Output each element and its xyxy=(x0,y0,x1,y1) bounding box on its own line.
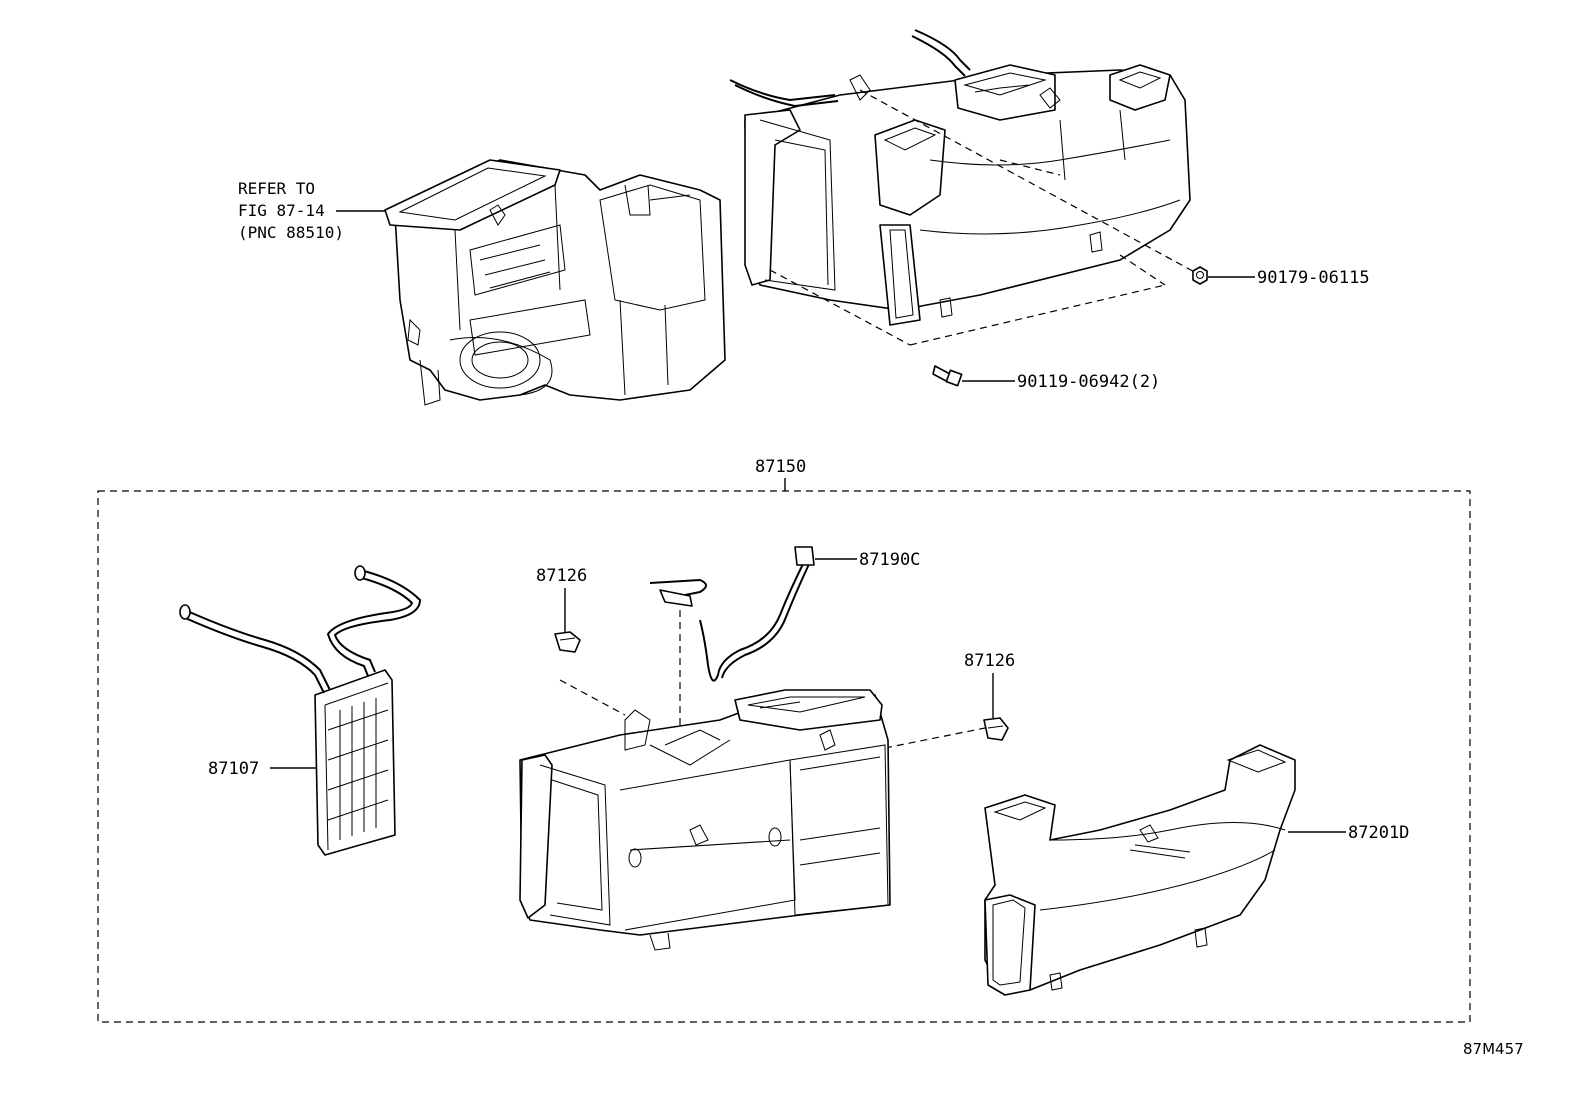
nut-part xyxy=(1192,266,1208,285)
reference-note: REFER TO FIG 87-14 (PNC 88510) xyxy=(238,179,385,242)
heater-core-drawing xyxy=(179,565,422,856)
clip-right-part-number: 87126 xyxy=(964,651,1015,671)
clip-right-dash-line xyxy=(884,727,986,749)
harness-drawing xyxy=(649,546,815,740)
heater-housing-drawing xyxy=(519,689,891,951)
air-duct-drawing xyxy=(984,744,1296,996)
harness-part-number: 87190C xyxy=(859,550,920,570)
installation-dash-lines-top xyxy=(769,89,1201,346)
core-part-number: 87107 xyxy=(208,759,259,779)
clip-left-dash-line xyxy=(559,679,626,716)
assembly-part-number: 87150 xyxy=(755,457,806,477)
figure-id: 87M457 xyxy=(1463,1040,1524,1058)
nut-part-number: 90179-06115 xyxy=(1257,268,1370,288)
reference-line-1: REFER TO xyxy=(238,179,315,198)
assembly-bounding-box xyxy=(97,490,1471,1023)
reference-line-3: (PNC 88510) xyxy=(238,223,344,242)
screw-part xyxy=(932,365,963,387)
clip-right-part xyxy=(983,717,1009,741)
screw-part-number: 90119-06942(2) xyxy=(1017,372,1160,392)
clip-left-part xyxy=(554,631,581,653)
duct-part-number: 87201D xyxy=(1348,823,1409,843)
clip-left-part-number: 87126 xyxy=(536,566,587,586)
reference-line-2: FIG 87-14 xyxy=(238,201,325,220)
reference-heater-unit-drawing xyxy=(384,159,726,406)
installed-assembly-drawing xyxy=(729,29,1191,326)
